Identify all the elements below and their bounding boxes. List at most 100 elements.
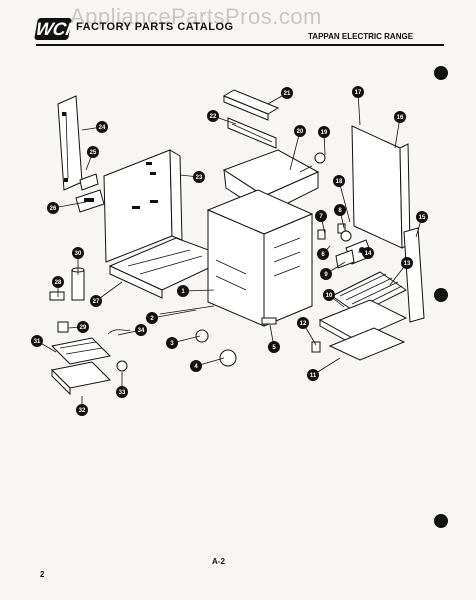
- callout-17: 17: [352, 86, 364, 126]
- callout-leader-2: [151, 309, 197, 319]
- callout-bubble-6: [317, 248, 329, 260]
- callout-27: 27: [90, 281, 123, 307]
- callout-number-23: 23: [196, 175, 203, 181]
- callout-number-15: 15: [419, 215, 426, 221]
- part-30-leveling-leg: [71, 267, 85, 301]
- callout-number-18: 18: [336, 179, 343, 185]
- callout-22: 22: [207, 110, 237, 125]
- callout-number-5: 5: [272, 345, 276, 351]
- callout-bubble-24: [96, 121, 108, 133]
- page-code: A-2: [212, 557, 225, 566]
- callout-number-4: 4: [194, 364, 198, 370]
- callout-number-12: 12: [300, 321, 307, 327]
- callout-number-1: 1: [181, 289, 185, 295]
- callout-number-21: 21: [284, 91, 291, 97]
- callout-bubble-23: [193, 171, 205, 183]
- callout-20: 20: [289, 125, 306, 171]
- callout-7: 7: [315, 210, 327, 235]
- part-26-hinge: [75, 189, 105, 213]
- callout-layer: 1234567891011121314151617181920212223242…: [31, 86, 428, 416]
- binder-hole-bottom: [434, 514, 448, 528]
- part-7-fitting: [317, 229, 326, 240]
- callout-number-14: 14: [365, 251, 372, 257]
- callout-19: 19: [318, 126, 330, 156]
- callout-bubble-7: [315, 210, 327, 222]
- part-11-bottom-panel: [328, 327, 406, 361]
- callout-bubble-32: [76, 404, 88, 416]
- callout-number-3: 3: [170, 341, 174, 347]
- part-17-side-panel: [351, 125, 411, 249]
- callout-bubble-20: [294, 125, 306, 137]
- callout-bubble-4: [190, 360, 202, 372]
- callout-bubble-27: [90, 295, 102, 307]
- part-4-ring: [219, 349, 237, 367]
- callout-number-32: 32: [79, 408, 86, 414]
- callout-30: 30: [72, 247, 84, 275]
- callout-1: 1: [177, 285, 215, 297]
- callout-bubble-19: [318, 126, 330, 138]
- callout-number-10: 10: [326, 293, 333, 299]
- callout-number-26: 26: [50, 206, 57, 212]
- callout-23: 23: [179, 171, 205, 183]
- callout-9: 9: [320, 261, 346, 280]
- callout-number-13: 13: [404, 261, 411, 267]
- callout-number-6: 6: [321, 252, 325, 258]
- callout-number-24: 24: [99, 125, 106, 131]
- callout-28: 28: [52, 276, 64, 297]
- callout-bubble-16: [394, 111, 406, 123]
- part-1-main-cabinet: [206, 189, 314, 327]
- callout-leader-20: [289, 130, 301, 171]
- callout-number-27: 27: [93, 299, 100, 305]
- part-28-foot-pad: [49, 291, 65, 301]
- callout-3: 3: [166, 335, 201, 349]
- part-25-bracket: [79, 173, 99, 191]
- callout-bubble-1: [177, 285, 189, 297]
- callout-bubble-15: [416, 211, 428, 223]
- part-9-switch: [335, 249, 355, 269]
- part-32-broiler-tray: [50, 361, 112, 396]
- callout-6: 6: [317, 245, 331, 260]
- callout-bubble-10: [323, 289, 335, 301]
- callout-bubble-18: [333, 175, 345, 187]
- callout-11: 11: [307, 357, 341, 381]
- callout-31: 31: [31, 335, 57, 353]
- part-23-back-panel: [103, 149, 183, 263]
- callout-leader-18: [338, 180, 351, 223]
- callout-bubble-11: [307, 369, 319, 381]
- sheet-number: 2: [40, 570, 45, 579]
- callout-bubble-30: [72, 247, 84, 259]
- catalog-title: FACTORY PARTS CATALOG: [76, 21, 234, 33]
- part-3-grommet: [195, 329, 209, 343]
- callout-number-7: 7: [319, 214, 323, 220]
- callout-13: 13: [389, 257, 413, 286]
- callout-bubble-17: [352, 86, 364, 98]
- callout-number-34: 34: [138, 328, 145, 334]
- callout-bubble-33: [116, 386, 128, 398]
- callout-bubble-5: [268, 341, 280, 353]
- part-21-top-trim: [222, 89, 280, 121]
- part-5-clip: [261, 317, 277, 325]
- callout-14: 14: [357, 247, 374, 259]
- callout-bubble-34: [135, 324, 147, 336]
- callout-number-22: 22: [210, 114, 217, 120]
- binder-hole-middle: [434, 288, 448, 302]
- callout-number-19: 19: [321, 130, 328, 136]
- callout-number-30: 30: [75, 251, 82, 257]
- callout-bubble-13: [401, 257, 413, 269]
- callout-bubble-14: [362, 247, 374, 259]
- part-15-side-trim: [403, 227, 425, 323]
- callout-number-2: 2: [150, 316, 154, 322]
- callout-8: 8: [334, 204, 346, 229]
- callout-bubble-28: [52, 276, 64, 288]
- part-19-thermostat: [299, 152, 326, 173]
- callout-4: 4: [190, 357, 225, 372]
- callout-number-29: 29: [80, 325, 87, 331]
- part-24-side-trim: [57, 95, 83, 191]
- callout-bubble-9: [320, 268, 332, 280]
- part-31-broiler-grid: [50, 337, 112, 365]
- callout-24: 24: [81, 121, 108, 133]
- callout-15: 15: [415, 211, 428, 238]
- binder-hole-top: [434, 66, 448, 80]
- callout-bubble-21: [281, 87, 293, 99]
